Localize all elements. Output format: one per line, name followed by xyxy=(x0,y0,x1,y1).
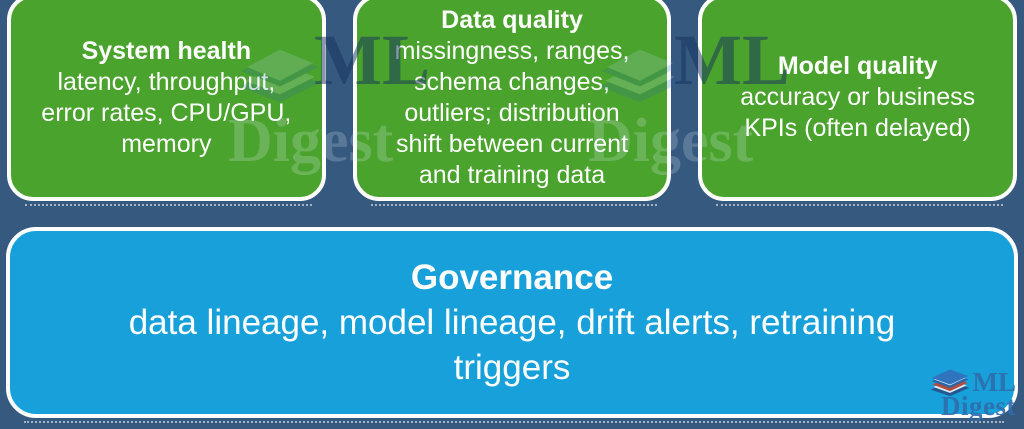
data-quality-box: Data quality missingness, ranges, schema… xyxy=(352,0,672,206)
logo-ml-text: ML xyxy=(972,366,1017,397)
box-body: latency, throughput, error rates, CPU/GP… xyxy=(41,67,292,158)
box-body: missingness, ranges, schema changes, out… xyxy=(394,36,630,189)
system-health-box: System health latency, throughput, error… xyxy=(7,0,326,206)
logo-top-row: ML xyxy=(930,366,1017,397)
model-quality-box: Model quality accuracy or business KPIs … xyxy=(698,0,1018,206)
box-title: Model quality xyxy=(777,52,938,80)
box-body: data lineage, model lineage, drift alert… xyxy=(128,303,896,387)
box-body: accuracy or business KPIs (often delayed… xyxy=(740,83,976,142)
box-title: Governance xyxy=(410,258,614,297)
governance-box: Governance data lineage, model lineage, … xyxy=(6,227,1018,423)
book-icon xyxy=(930,369,969,397)
logo-digest-text: Digest xyxy=(941,391,1016,421)
ml-digest-logo: ML Digest xyxy=(930,366,1017,421)
box-title: Data quality xyxy=(441,5,583,34)
monitoring-signal-row: System health latency, throughput, error… xyxy=(7,0,1018,206)
box-title: System health xyxy=(81,36,252,65)
